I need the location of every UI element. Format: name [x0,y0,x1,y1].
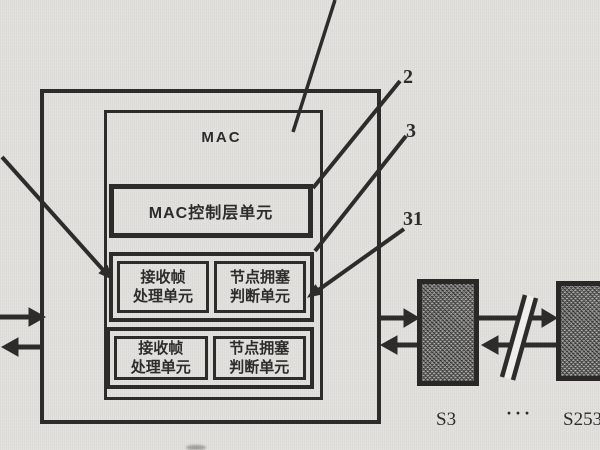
bus-s3-to-s253-arrowhead [541,308,558,328]
receive-frame-unit-box-1: 接收帧 处理单元 [117,261,209,313]
cutoff-text-smudge [186,445,206,450]
mac-control-unit-box: MAC控制层单元 [109,184,313,238]
node-congestion-unit-box-2: 节点拥塞 判断单元 [212,336,306,380]
station-s253-label: S253 [563,409,600,430]
receive-frame-unit-line2: 处理单元 [132,288,193,305]
mac-control-unit-label: MAC控制层单元 [148,205,274,222]
node-congestion-unit-line1: 节点拥塞 [229,269,290,286]
bus-s253-to-s3-arrowhead [480,335,499,355]
bus-left-out-arrowhead [0,337,19,357]
link-break-gap [502,294,536,380]
station-ellipsis: ··· [506,403,534,423]
node-congestion-unit-line1: 节点拥塞 [229,340,290,357]
link-break-slash-2 [510,297,539,381]
station-s253-box [556,281,600,381]
link-break-slash-1 [499,294,528,378]
node-congestion-unit-box-1: 节点拥塞 判断单元 [214,261,306,313]
callout-label-31: 31 [403,208,423,230]
mac-layer-title: MAC [201,129,242,146]
station-s3-label: S3 [436,409,457,430]
unit-row-1: 接收帧 处理单元 节点拥塞 判断单元 [109,252,314,322]
unit-row-2: 接收帧 处理单元 节点拥塞 判断单元 [106,327,314,389]
receive-frame-unit-line2: 处理单元 [130,359,191,376]
receive-frame-unit-line1: 接收帧 [138,340,184,357]
station-s3-box [417,279,479,386]
callout-label-2: 2 [403,66,413,88]
node-congestion-unit-line2: 判断单元 [229,288,290,305]
receive-frame-unit-box-2: 接收帧 处理单元 [114,336,208,380]
callout-label-3: 3 [406,120,416,142]
receive-frame-unit-line1: 接收帧 [140,269,186,286]
bus-s3-to-node-arrowhead [379,335,398,355]
node-congestion-unit-line2: 判断单元 [229,359,290,376]
